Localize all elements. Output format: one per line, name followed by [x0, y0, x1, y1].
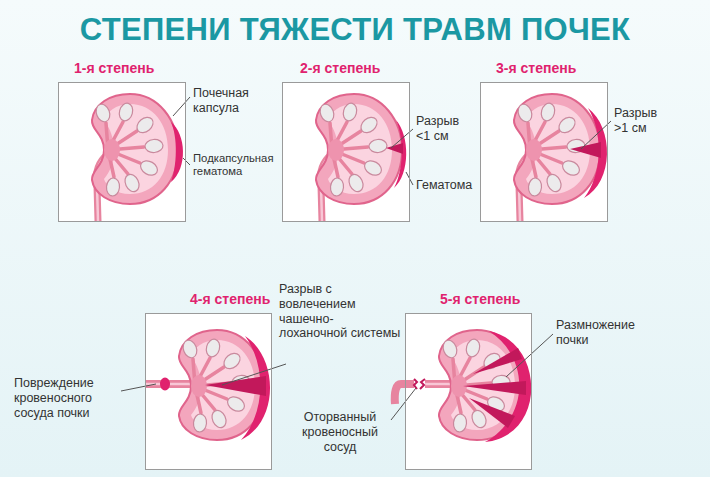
grade-heading: 3-я степень — [496, 60, 576, 76]
kidney-grade-2 — [316, 94, 406, 221]
kidney-grade-5 — [395, 330, 532, 442]
hematoma — [394, 120, 406, 188]
grade-heading: 2-я степень — [300, 60, 380, 76]
diagram-title: СТЕПЕНИ ТЯЖЕСТИ ТРАВМ ПОЧЕК — [0, 12, 710, 48]
callout-label: Размножение почки — [556, 318, 656, 348]
laceration — [469, 398, 515, 428]
callout-label: Почечная капсула — [193, 86, 275, 116]
laceration — [463, 381, 526, 395]
callout-label: Подкапсульная гематома — [193, 152, 279, 179]
vessel-injury — [160, 378, 170, 391]
grade-heading: 4-я степень — [190, 291, 270, 307]
callout-label: Разрыв с вовлечением чашечно-лоханочной … — [279, 282, 401, 341]
kidney-grade-1 — [92, 94, 183, 221]
grade-heading: 5-я степень — [440, 291, 520, 307]
leader-lines — [121, 97, 611, 420]
grade-panel: 2-я степень — [282, 82, 410, 222]
callout-label: Разрыв <1 см — [416, 114, 472, 144]
laceration — [473, 348, 522, 374]
subcapsular-hematoma — [171, 122, 183, 182]
grade-panel: 3-я степень — [480, 82, 608, 222]
callout-label: Разрыв >1 см — [614, 106, 670, 136]
grade-heading: 1-я степень — [74, 60, 154, 76]
callout-label: Повреждение кровеносного сосуда почки — [14, 376, 118, 420]
grade-panel: 5-я степень — [405, 313, 532, 470]
callout-label: Гематома — [416, 178, 478, 193]
grade-panel: 1-я степень — [58, 82, 186, 222]
deep-laceration — [205, 376, 266, 396]
callout-label: Оторванный кровеносный сосуд — [292, 410, 388, 454]
kidney-grade-3 — [514, 94, 607, 221]
panel-grounds — [58, 82, 608, 470]
kidney-grade-4 — [145, 330, 270, 440]
grade-panel: 4-я степень — [145, 313, 272, 470]
